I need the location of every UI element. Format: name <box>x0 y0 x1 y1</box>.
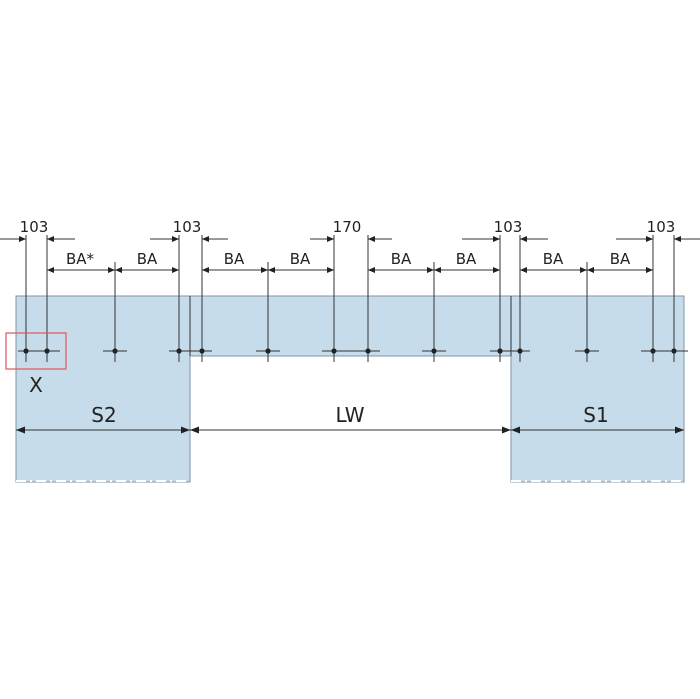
dim-ba-4: BA <box>391 250 412 268</box>
dim-ba-5: BA <box>456 250 477 268</box>
dim-ba-1: BA <box>137 250 158 268</box>
panel-bridge <box>189 295 512 357</box>
dim-103-left: 103 <box>20 218 49 236</box>
top-dimension-lines <box>0 236 700 242</box>
span-lw-label: LW <box>335 403 364 427</box>
dim-103-right: 103 <box>647 218 676 236</box>
detail-x-label: X <box>29 373 43 397</box>
dim-103-center-left: 103 <box>173 218 202 236</box>
dim-ba-7: BA <box>610 250 631 268</box>
reference-lines <box>25 235 675 362</box>
dim-ba-2: BA <box>224 250 245 268</box>
span-s2-label: S2 <box>91 403 116 427</box>
pins <box>23 348 677 354</box>
dim-170: 170 <box>333 218 362 236</box>
dim-ba-6: BA <box>543 250 564 268</box>
ba-dimension-lines <box>47 267 653 273</box>
detail-x-frame <box>5 332 67 370</box>
dim-103-center-right: 103 <box>494 218 523 236</box>
dim-ba-3: BA <box>290 250 311 268</box>
span-dimension-lines <box>16 426 684 434</box>
panel-s1 <box>510 295 685 483</box>
panel-s2 <box>15 295 191 483</box>
span-s1-label: S1 <box>583 403 608 427</box>
dim-ba-star: BA* <box>66 250 95 268</box>
